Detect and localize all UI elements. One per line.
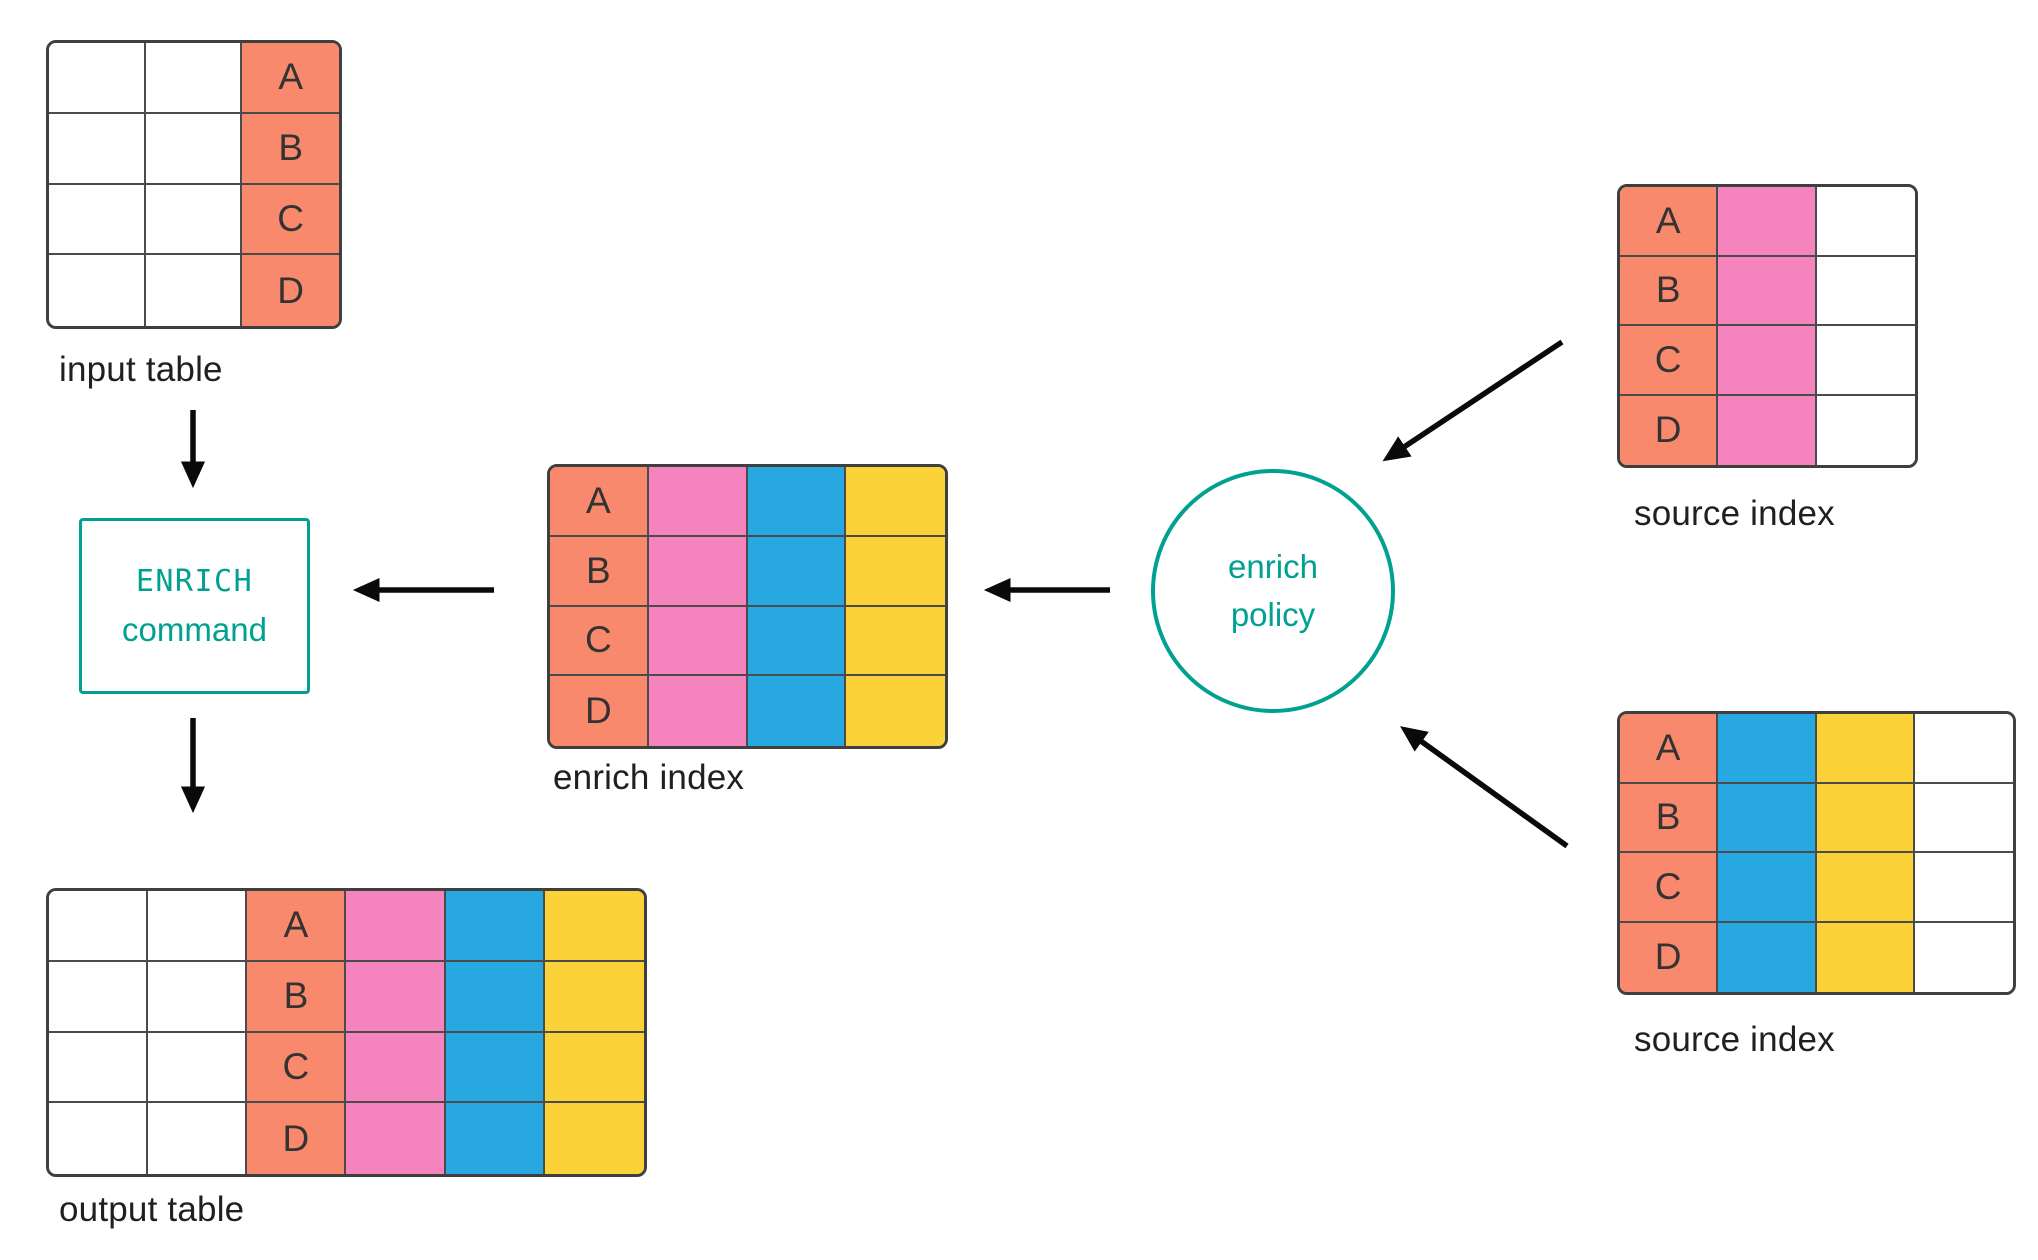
table-cell: D [1620, 922, 1719, 992]
table-cell: D [242, 255, 339, 326]
table-cell: C [1620, 853, 1719, 923]
table-cell [1816, 395, 1915, 465]
table-cell [544, 1103, 644, 1174]
enrich-command-line2: command [122, 610, 267, 648]
table-cell [544, 891, 644, 962]
table-cell [648, 536, 748, 607]
table-cell [846, 606, 945, 677]
table-cell: B [1620, 256, 1719, 326]
source-index-top-label: source index [1634, 494, 1835, 533]
table-cell [148, 961, 248, 1033]
table-cell [648, 676, 748, 746]
table-cell: C [550, 606, 649, 677]
table-cell [148, 1032, 248, 1104]
table-cell [1816, 326, 1915, 396]
table-cell [346, 1103, 446, 1174]
table-cell: C [242, 184, 339, 256]
table-cell [49, 961, 149, 1033]
table-cell [49, 1103, 149, 1174]
table-cell [49, 255, 146, 326]
table-cell: A [242, 43, 339, 114]
table-cell [1816, 922, 1915, 992]
arrow-source-top-to-enrich-policy [1382, 339, 1564, 462]
table-cell [1816, 714, 1915, 784]
table-cell [747, 676, 847, 746]
table-cell [1816, 187, 1915, 257]
table-cell [1914, 783, 2013, 853]
table-cell [846, 536, 945, 607]
table-cell [1816, 256, 1915, 326]
enrich-policy-node: enrich policy [1151, 469, 1395, 713]
table-cell: B [1620, 783, 1719, 853]
table-cell [1718, 187, 1817, 257]
table-cell: D [550, 676, 649, 746]
table-cell [1718, 256, 1817, 326]
table-cell [648, 467, 748, 537]
table-cell [1816, 783, 1915, 853]
table-cell: C [247, 1032, 347, 1104]
table-cell: B [247, 961, 347, 1033]
table-cell [747, 606, 847, 677]
enrich-policy-line2: policy [1230, 596, 1316, 633]
table-cell [544, 1032, 644, 1104]
table-cell: C [1620, 326, 1719, 396]
table-cell [1718, 853, 1817, 923]
table-cell [747, 536, 847, 607]
table-cell: A [550, 467, 649, 537]
table-cell: A [247, 891, 347, 962]
table-cell [1718, 922, 1817, 992]
table-cell [49, 891, 149, 962]
table-cell [148, 1103, 248, 1174]
table-cell [346, 891, 446, 962]
input-table-label: input table [59, 350, 223, 389]
table-cell [145, 255, 243, 326]
table-cell [49, 113, 146, 185]
table-cell [49, 43, 146, 114]
table-cell [1816, 853, 1915, 923]
table-cell [148, 891, 248, 962]
table-cell [145, 43, 243, 114]
table-cell [648, 606, 748, 677]
table-cell: D [1620, 395, 1719, 465]
enrich-command-box: ENRICH command [79, 518, 310, 694]
table-cell [445, 891, 545, 962]
table-cell [1718, 326, 1817, 396]
table-cell [846, 467, 945, 537]
table-cell: B [242, 113, 339, 185]
table-cell [49, 184, 146, 256]
table-cell [445, 1103, 545, 1174]
table-cell: D [247, 1103, 347, 1174]
enrich-command-line1: ENRICH [135, 563, 254, 599]
table-cell: B [550, 536, 649, 607]
arrow-source-bottom-to-enrich-policy [1399, 726, 1569, 849]
table-cell [1718, 714, 1817, 784]
table-cell: A [1620, 187, 1719, 257]
table-cell [346, 1032, 446, 1104]
table-cell [747, 467, 847, 537]
table-cell [445, 1032, 545, 1104]
table-cell [1718, 395, 1817, 465]
table-cell [1914, 922, 2013, 992]
enrich-policy-line1: enrich [1228, 548, 1318, 586]
table-cell [1914, 714, 2013, 784]
table-cell [145, 184, 243, 256]
table-cell [49, 1032, 149, 1104]
table-cell [544, 961, 644, 1033]
table-cell [1718, 783, 1817, 853]
table-cell [145, 113, 243, 185]
table-cell: A [1620, 714, 1719, 784]
source-index-bottom-label: source index [1634, 1020, 1835, 1059]
table-cell [445, 961, 545, 1033]
table-cell [346, 961, 446, 1033]
table-cell [1914, 853, 2013, 923]
output-table-label: output table [59, 1190, 245, 1229]
table-cell [846, 676, 945, 746]
enrich-index-label: enrich index [553, 758, 745, 797]
